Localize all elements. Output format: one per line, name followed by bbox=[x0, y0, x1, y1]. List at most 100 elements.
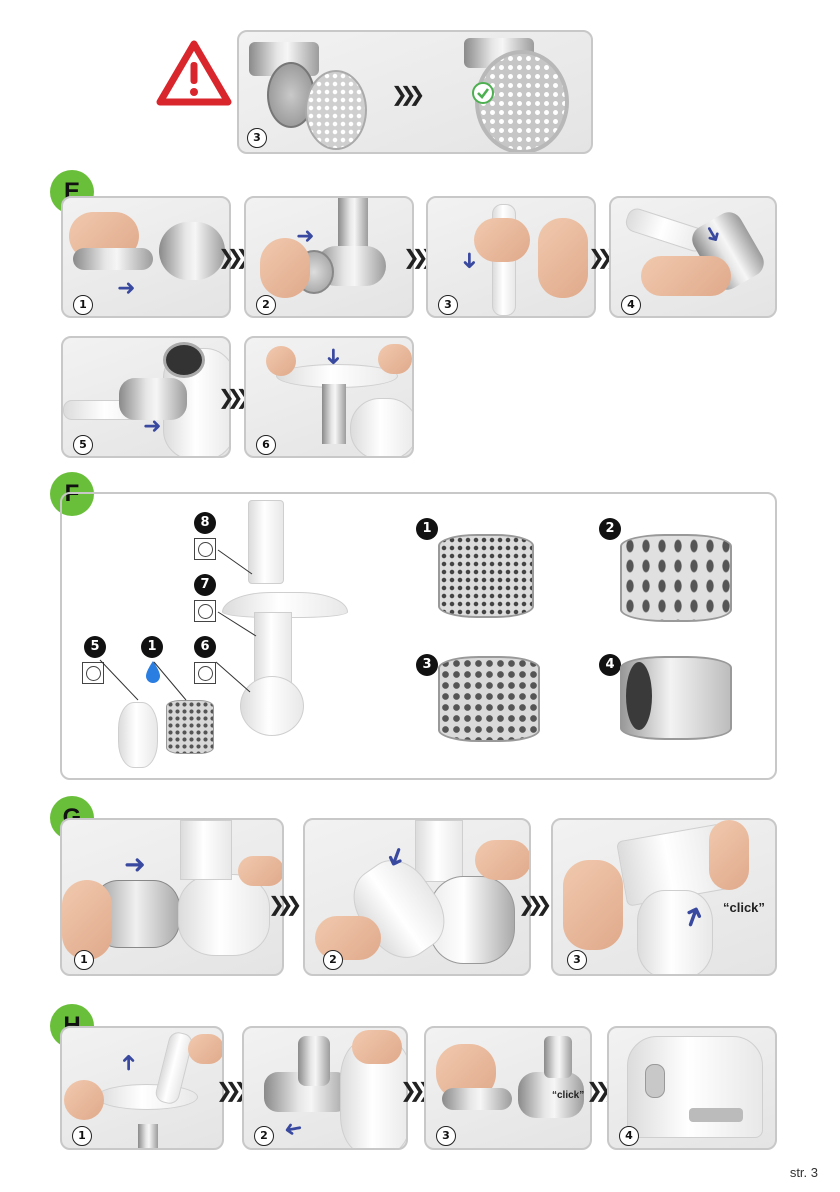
appliance-body bbox=[350, 398, 414, 458]
step-number: 1 bbox=[73, 295, 93, 315]
dishwasher-icon bbox=[194, 600, 216, 622]
appliance-neck bbox=[415, 820, 463, 882]
hand bbox=[378, 344, 412, 374]
drum-number-1: 1 bbox=[416, 518, 438, 540]
hand bbox=[538, 218, 588, 298]
step-number: 4 bbox=[619, 1126, 639, 1146]
drum-housing bbox=[178, 874, 270, 956]
hand bbox=[474, 218, 530, 262]
auger bbox=[73, 248, 153, 270]
warning-photo-panel: 3 ❯❯❯ bbox=[237, 30, 593, 154]
auger bbox=[442, 1088, 512, 1110]
step-number: 1 bbox=[74, 950, 94, 970]
E-step-4-panel: ➜ 4 bbox=[609, 196, 777, 318]
leader-line bbox=[216, 610, 260, 640]
hand bbox=[62, 880, 112, 960]
arrows-chevron: ❯❯❯ bbox=[391, 82, 417, 106]
click-label: “click” bbox=[723, 900, 765, 915]
slicer-drum-opening bbox=[626, 662, 652, 730]
E-step-6-panel: ➜ 6 bbox=[244, 336, 414, 458]
grinder-tube bbox=[163, 342, 205, 378]
E-step-1-panel: ➜ 1 bbox=[61, 196, 231, 318]
hand bbox=[709, 820, 749, 890]
leader-line bbox=[216, 548, 256, 578]
grinder-neck bbox=[138, 1124, 158, 1150]
grinding-plate bbox=[305, 70, 367, 150]
drum-number-3: 3 bbox=[416, 654, 438, 676]
click-label: “click” bbox=[552, 1090, 584, 1101]
grinder-tube bbox=[298, 1036, 330, 1086]
hand bbox=[352, 1030, 402, 1064]
arrows-chevron: ❯❯❯ bbox=[268, 892, 294, 916]
blue-arrow: ➜ bbox=[124, 850, 146, 880]
part-number-5: 5 bbox=[84, 636, 106, 658]
H-step-1-panel: ➜ 1 bbox=[60, 1026, 224, 1150]
grater-drum-part bbox=[166, 700, 214, 754]
grater-drum-coarse bbox=[620, 534, 732, 622]
step-number: 6 bbox=[256, 435, 276, 455]
step-number: 2 bbox=[256, 295, 276, 315]
blue-arrow: ➜ bbox=[117, 276, 135, 301]
dishwasher-icon bbox=[194, 662, 216, 684]
blue-arrow: ➜ bbox=[457, 251, 482, 269]
drum-number-2: 2 bbox=[599, 518, 621, 540]
step-number: 2 bbox=[254, 1126, 274, 1146]
check-circle-icon bbox=[472, 82, 494, 104]
appliance-body bbox=[637, 890, 713, 976]
part-number-8: 8 bbox=[194, 512, 216, 534]
part-number-1: 1 bbox=[141, 636, 163, 658]
E-step-2-panel: ➜ 2 bbox=[244, 196, 414, 318]
hand bbox=[188, 1034, 224, 1064]
part-number-7: 7 bbox=[194, 574, 216, 596]
hand bbox=[641, 256, 731, 296]
page-number: str. 3 bbox=[790, 1165, 818, 1180]
G-step-2-panel: ➜ 2 bbox=[303, 818, 531, 976]
grater-drum-fine bbox=[438, 534, 534, 618]
appliance-neck bbox=[180, 820, 232, 880]
blue-arrow: ➜ bbox=[296, 224, 314, 249]
grater-drum-medium bbox=[438, 656, 540, 742]
arrows-chevron: ❯❯❯ bbox=[216, 1078, 242, 1102]
hand bbox=[563, 860, 623, 950]
step-number: 3 bbox=[436, 1126, 456, 1146]
step-number: 3 bbox=[438, 295, 458, 315]
grinder-tube bbox=[544, 1036, 572, 1078]
arrows-chevron: ❯❯❯ bbox=[400, 1078, 426, 1102]
blue-arrow: ➜ bbox=[143, 414, 161, 439]
arrows-chevron: ❯❯❯ bbox=[218, 385, 244, 409]
E-step-5-panel: ➜ 5 bbox=[61, 336, 231, 458]
leader-line bbox=[152, 660, 192, 704]
H-step-3-panel: “click” 3 bbox=[424, 1026, 592, 1150]
hand bbox=[475, 840, 531, 880]
G-step-1-panel: ➜ 1 bbox=[60, 818, 284, 976]
blue-arrow: ➜ bbox=[282, 1115, 304, 1143]
hand bbox=[266, 346, 296, 376]
G-step-3-panel: ➜ “click” 3 bbox=[551, 818, 777, 976]
step-number: 3 bbox=[567, 950, 587, 970]
H-step-4-panel: 4 bbox=[607, 1026, 777, 1150]
part-number-6: 6 bbox=[194, 636, 216, 658]
grinder-head bbox=[159, 222, 225, 280]
end-cap-part bbox=[118, 702, 158, 768]
hand bbox=[238, 856, 284, 886]
hand bbox=[64, 1080, 104, 1120]
dishwasher-icon bbox=[194, 538, 216, 560]
warning-triangle-icon bbox=[156, 40, 232, 106]
tray bbox=[96, 1084, 198, 1110]
blue-arrow: ➜ bbox=[117, 1053, 142, 1071]
H-step-2-panel: ➜ 2 bbox=[242, 1026, 408, 1150]
storage-slot bbox=[645, 1064, 665, 1098]
drum-number-4: 4 bbox=[599, 654, 621, 676]
leader-line bbox=[98, 658, 144, 704]
arrows-chevron: ❯❯❯ bbox=[218, 245, 244, 269]
step-number: 5 bbox=[73, 435, 93, 455]
step-number: 4 bbox=[621, 295, 641, 315]
grinder-neck bbox=[322, 384, 346, 444]
blue-arrow: ➜ bbox=[321, 347, 346, 365]
step-number: 1 bbox=[72, 1126, 92, 1146]
cord-compartment bbox=[689, 1108, 743, 1122]
step-number: 2 bbox=[323, 950, 343, 970]
step-number: 3 bbox=[247, 128, 267, 148]
leader-line bbox=[214, 660, 254, 696]
E-step-3-panel: ➜ 3 bbox=[426, 196, 596, 318]
